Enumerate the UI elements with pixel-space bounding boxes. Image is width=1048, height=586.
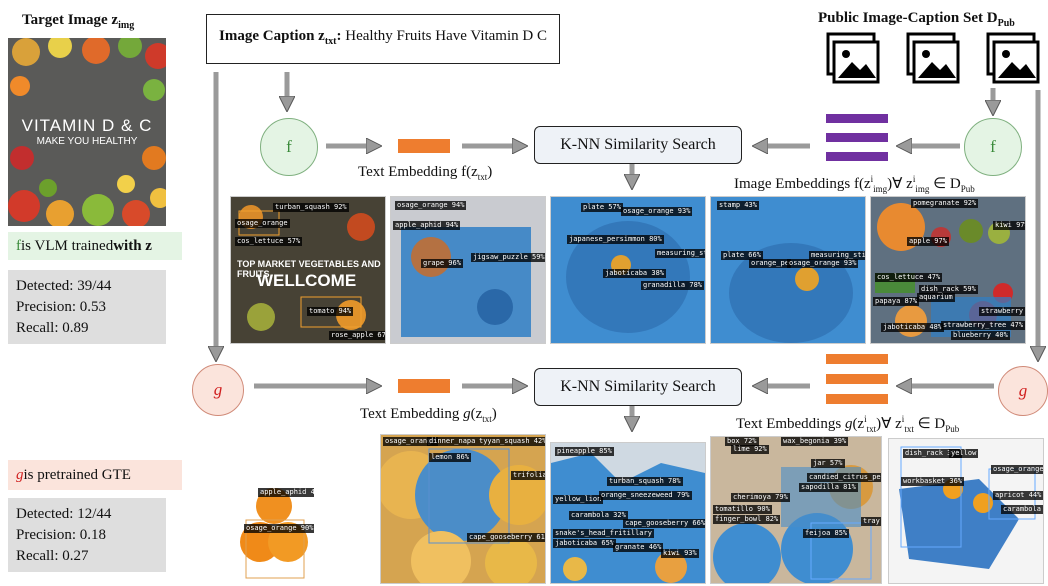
poster-subline: MAKE YOU HEALTHY [36,136,138,147]
f-image-embedding-bar-1 [826,114,888,123]
f-result-image-4: stamp 43% plate 66% orange_pe osage_oran… [710,196,866,344]
image-caption: Image Caption ztxt: Healthy Fruits Have … [219,28,547,47]
image-icon [986,32,1042,86]
f-image-embedding-bar-3 [826,152,888,161]
knn-search-g: K-NN Similarity Search [534,368,742,406]
f-result-image-1: turban_squash 92% osage_orange cos_lettu… [230,196,386,344]
target-image-title: Target Image zimg [22,12,135,31]
g-text-embeddings-bar-1 [826,354,888,364]
image-icon [826,32,882,86]
fruit-poster-illustration [8,38,166,226]
g-result-image-4: box 72% wax_begonia 39% lime 92% jar 57%… [710,436,882,584]
g-text-embedding-bar [398,379,450,393]
g-text-embedding-label: Text Embedding g(ztxt) [360,406,497,424]
g-model-node: g [192,364,244,416]
f-result-image-2: osage_orange 94% apple_aphid 94% jigsaw_… [390,196,546,344]
g-result-image-2: osage_orange dinner_napa tyyan_squash 42… [380,434,546,584]
g-result-image-1: apple_aphid 40% osage_orange 90% [232,470,314,582]
f-detected: Detected: 39/44 [16,278,112,294]
g-result-image-5: dish_rack 38% yellow osage_orange 95% wo… [888,438,1044,584]
f-results-box: Detected: 39/44 Precision: 0.53 Recall: … [8,270,166,344]
f-model-node: f [260,118,318,176]
f-info-head: f is VLM trained with z [8,232,182,260]
public-set-title: Public Image-Caption Set DPub [818,10,1015,29]
f-model-node-public: f [964,118,1022,176]
g-text-embeddings-label: Text Embeddings g(zitxt)∀ zitxt ∈ DPub [736,414,960,434]
f-text-embedding-label: Text Embedding f(ztxt) [358,164,493,182]
f-image-embedding-bar-2 [826,133,888,142]
f-result-image-3: plate 57% osage_orange 93% japanese_pers… [550,196,706,344]
g-recall: Recall: 0.27 [16,548,89,564]
g-result-image-3: pineapple 85% turban_squash 78% yellow_l… [550,442,706,584]
g-text-embeddings-bar-3 [826,394,888,404]
knn-search-f: K-NN Similarity Search [534,126,742,164]
g-precision: Precision: 0.18 [16,527,106,543]
g-results-box: Detected: 12/44 Precision: 0.18 Recall: … [8,498,166,572]
f-precision: Precision: 0.53 [16,299,106,315]
f-recall: Recall: 0.89 [16,320,89,336]
f-result-image-5: pomegranate 92% kiwi 97% apple 97% cos_l… [870,196,1026,344]
g-detected: Detected: 12/44 [16,506,112,522]
image-caption-box: Image Caption ztxt: Healthy Fruits Have … [206,14,560,64]
g-info-head: g is pretrained GTE [8,460,182,490]
f-text-embedding-bar [398,139,450,153]
g-text-embeddings-bar-2 [826,374,888,384]
f-image-embeddings-label: Image Embeddings f(ziimg)∀ ziimg ∈ DPub [734,174,975,194]
target-image: VITAMIN D & C MAKE YOU HEALTHY [8,38,166,226]
g-model-node-public: g [998,366,1048,416]
image-icon [906,32,962,86]
poster-headline: VITAMIN D & C [21,116,153,135]
